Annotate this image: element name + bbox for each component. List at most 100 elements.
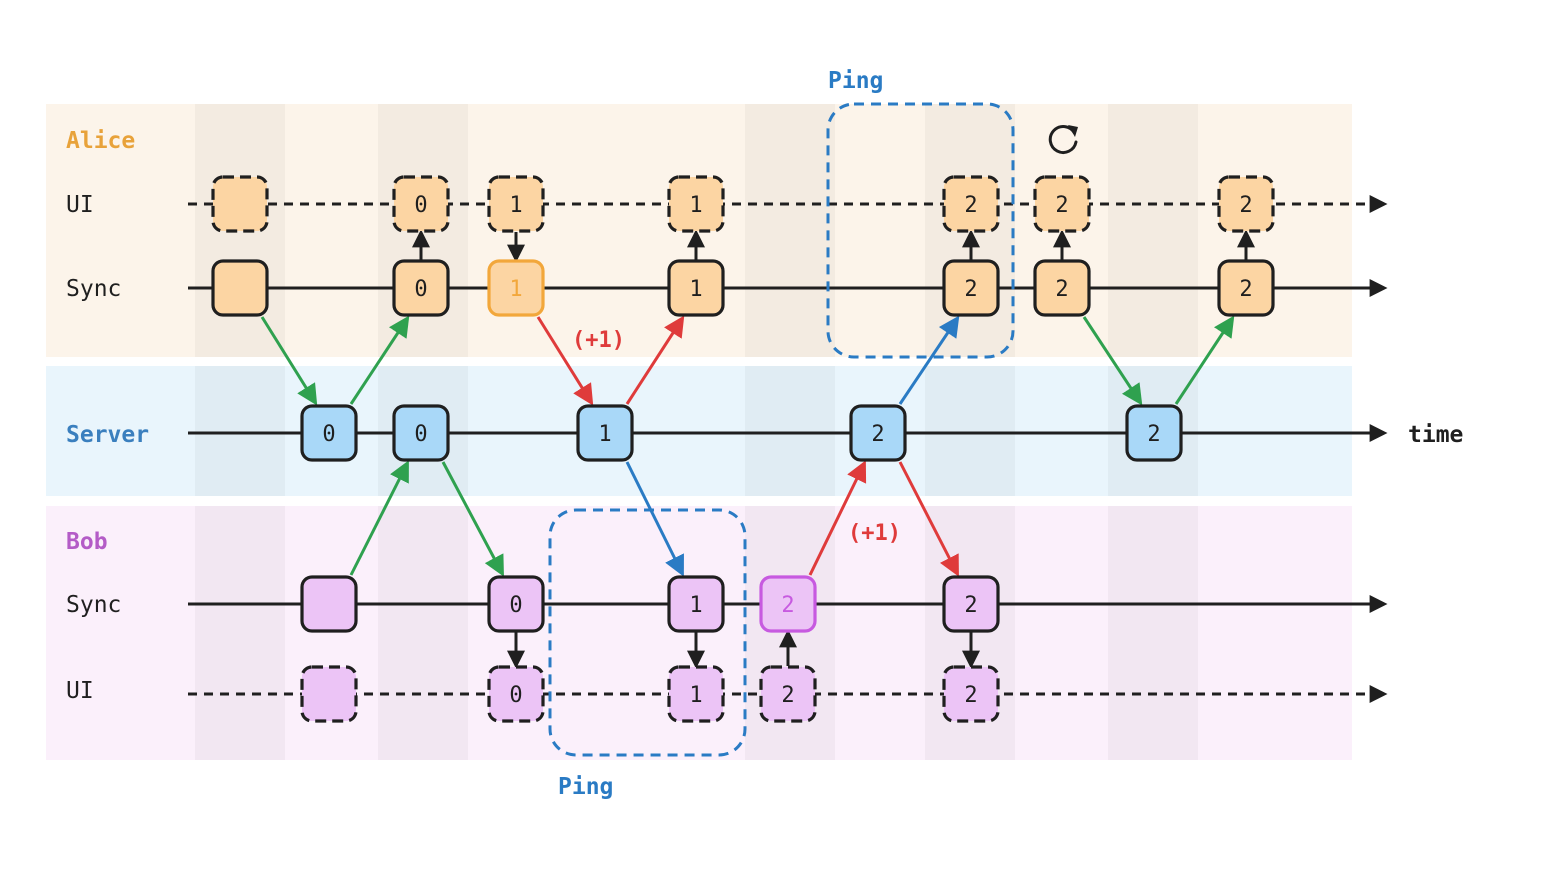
node-box — [487, 175, 545, 233]
green-message-arrow — [441, 461, 504, 577]
message-arrows — [260, 229, 1255, 669]
node-value: 2 — [964, 277, 977, 302]
red-message-arrow — [808, 460, 867, 576]
alice-sync-state-node — [211, 259, 269, 317]
bob-sync-state-node: 0 — [487, 575, 545, 633]
node-box — [211, 175, 269, 233]
node-box — [942, 259, 1000, 317]
node-value: 0 — [322, 422, 335, 447]
bob-sync-state-node: 2 — [759, 575, 817, 633]
node-box — [667, 175, 725, 233]
time-stripe — [195, 366, 285, 496]
node-value: 1 — [689, 277, 702, 302]
time-stripe — [925, 366, 1015, 496]
server-state-node: 2 — [1125, 404, 1183, 462]
server-lane-label: Server — [66, 422, 149, 448]
node-value: 0 — [414, 422, 427, 447]
node-box — [300, 665, 358, 723]
node-box — [942, 575, 1000, 633]
time-stripe — [378, 506, 468, 760]
node-value: 2 — [1055, 277, 1068, 302]
node-value: 2 — [964, 193, 977, 218]
node-box — [1125, 404, 1183, 462]
time-stripe — [745, 366, 835, 496]
node-value: 1 — [509, 277, 522, 302]
node-value: 0 — [509, 593, 522, 618]
node-value: 1 — [689, 593, 702, 618]
node-box — [667, 665, 725, 723]
alice-ping-label: Ping — [828, 68, 883, 94]
refresh-icon — [1048, 125, 1078, 154]
annotations: (+1) (+1) — [572, 328, 901, 546]
time-stripe — [1108, 104, 1198, 357]
node-value: 2 — [1147, 422, 1160, 447]
alice-ui-track-label: UI — [66, 192, 94, 218]
node-box — [667, 259, 725, 317]
node-value: 1 — [689, 193, 702, 218]
alice-sync-state-node: 0 — [392, 259, 450, 317]
node-box — [849, 404, 907, 462]
green-message-arrow — [349, 460, 409, 576]
bob-ping-box — [548, 508, 747, 757]
ping-boxes: Ping Ping — [548, 68, 1015, 800]
red-message-arrow — [898, 461, 959, 577]
node-box — [1217, 259, 1275, 317]
node-box — [576, 404, 634, 462]
green-message-arrow — [349, 315, 410, 405]
server-state-node: 2 — [849, 404, 907, 462]
node-value: 1 — [509, 193, 522, 218]
node-value: 0 — [414, 193, 427, 218]
alice-ui-state-node: 1 — [667, 175, 725, 233]
node-value: 2 — [1239, 277, 1252, 302]
bob-sync-state-node — [300, 575, 358, 633]
alice-ui-state-node: 1 — [487, 175, 545, 233]
node-box — [300, 404, 358, 462]
green-message-arrow — [1174, 315, 1235, 405]
node-box — [211, 259, 269, 317]
alice-ui-state-node: 2 — [1033, 175, 1091, 233]
alice-sync-state-node: 1 — [487, 259, 545, 317]
node-box — [759, 665, 817, 723]
green-message-arrow — [1082, 316, 1143, 406]
alice-sync-state-node: 2 — [942, 259, 1000, 317]
bob-increment-annotation: (+1) — [848, 521, 901, 546]
alice-ui-state-node — [211, 175, 269, 233]
node-value: 2 — [1055, 193, 1068, 218]
bob-ui-state-node: 2 — [942, 665, 1000, 723]
node-box — [487, 665, 545, 723]
node-box — [392, 259, 450, 317]
time-axis-label: time — [1408, 422, 1463, 448]
lane-labels: Alice Server Bob UI Sync Sync UI time — [66, 128, 1463, 704]
node-box — [300, 575, 358, 633]
alice-ui-state-node: 0 — [392, 175, 450, 233]
green-message-arrow — [260, 316, 318, 406]
time-stripe — [1108, 506, 1198, 760]
node-value: 2 — [1239, 193, 1252, 218]
node-value: 0 — [509, 683, 522, 708]
node-value: 1 — [689, 683, 702, 708]
red-message-arrow — [625, 315, 685, 405]
blue-message-arrow — [625, 461, 684, 577]
bob-sync-track-label: Sync — [66, 592, 121, 618]
node-box — [1033, 175, 1091, 233]
node-value: 2 — [781, 593, 794, 618]
bob-ui-track-label: UI — [66, 678, 94, 704]
time-stripe — [745, 104, 835, 357]
node-box — [759, 575, 817, 633]
node-box — [942, 175, 1000, 233]
bob-ping-label: Ping — [558, 774, 613, 800]
bob-ui-state-node — [300, 665, 358, 723]
node-box — [487, 259, 545, 317]
node-value: 2 — [964, 683, 977, 708]
bob-ui-state-node: 1 — [667, 665, 725, 723]
alice-ping-box — [826, 102, 1015, 359]
node-box — [392, 404, 450, 462]
alice-ui-state-node: 2 — [1217, 175, 1275, 233]
alice-sync-state-node: 1 — [667, 259, 725, 317]
bob-ui-state-node: 2 — [759, 665, 817, 723]
alice-sync-state-node: 2 — [1217, 259, 1275, 317]
alice-sync-state-node: 2 — [1033, 259, 1091, 317]
node-box — [1217, 175, 1275, 233]
